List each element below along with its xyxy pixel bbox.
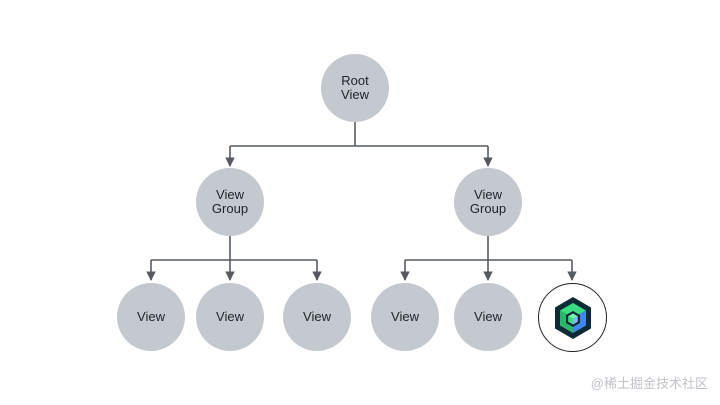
view-label: View: [137, 309, 165, 324]
watermark-text: @稀土掘金技术社区: [590, 376, 708, 391]
root-view-node: Root View: [321, 54, 389, 122]
compose-logo-node: [538, 283, 607, 352]
view-node-1: View: [117, 283, 185, 351]
view-group-label-line2: Group: [469, 201, 507, 216]
view-group-label-line2: Group: [211, 201, 249, 216]
view-label: View: [303, 309, 331, 324]
root-view-label-line2: View: [341, 87, 369, 102]
view-node-2: View: [196, 283, 264, 351]
view-label: View: [216, 309, 244, 324]
view-label: View: [391, 309, 419, 324]
view-node-4: View: [371, 283, 439, 351]
view-group-label-line1: View: [474, 187, 502, 202]
root-view-label-line1: Root: [341, 73, 369, 88]
view-label: View: [474, 309, 502, 324]
view-group-node-right: View Group: [454, 168, 522, 236]
jetpack-compose-icon: [554, 296, 591, 339]
view-node-5: View: [454, 283, 522, 351]
view-node-3: View: [283, 283, 351, 351]
view-group-node-left: View Group: [196, 168, 264, 236]
view-group-label-line1: View: [216, 187, 244, 202]
